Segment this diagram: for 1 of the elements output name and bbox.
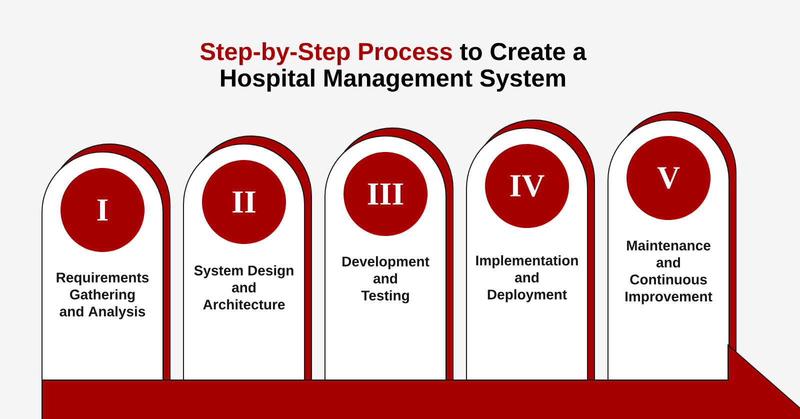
title: Step-by-Step Process to Create a Hospital Management System <box>200 42 586 92</box>
